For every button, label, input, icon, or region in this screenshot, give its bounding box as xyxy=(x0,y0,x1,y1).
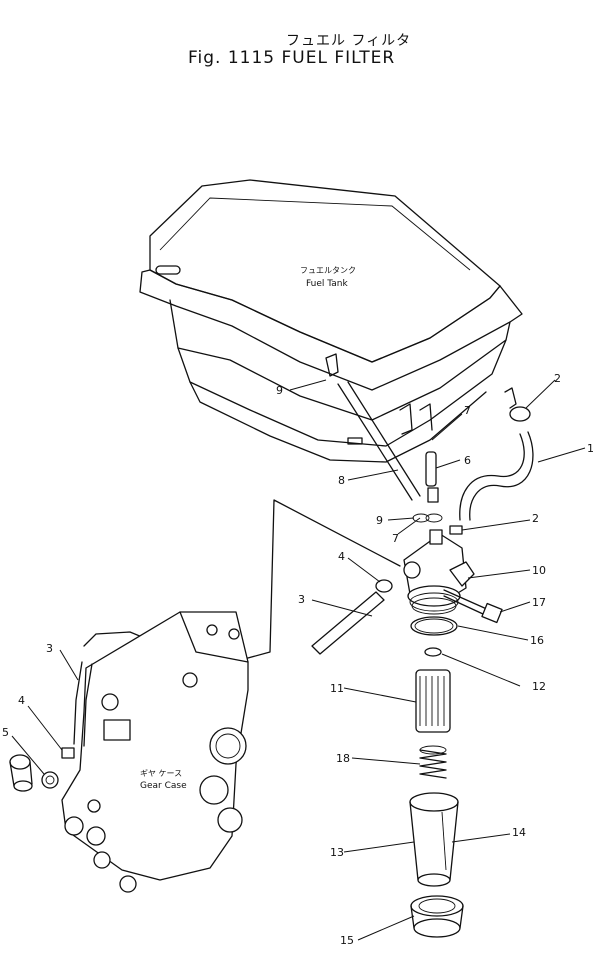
fuel-tank-label-jp: フュエルタンク xyxy=(300,266,356,275)
title-english: Fig. 1115 FUEL FILTER xyxy=(188,48,396,68)
callout-11: 11 xyxy=(330,682,344,695)
callout-3: 3 xyxy=(298,593,305,606)
callout-9: 9 xyxy=(276,384,283,397)
callout-18: 18 xyxy=(336,752,350,765)
fuel-tank xyxy=(139,179,523,463)
callout-17: 17 xyxy=(532,596,546,609)
callout-7: 7 xyxy=(392,532,399,545)
callout-13: 13 xyxy=(330,846,344,859)
callout-2: 2 xyxy=(532,512,539,525)
callout-10: 10 xyxy=(532,564,546,577)
fuel-hoses xyxy=(337,381,534,535)
callout-9: 9 xyxy=(376,514,383,527)
fuel-tank-label-en: Fuel Tank xyxy=(306,279,349,289)
callout-12: 12 xyxy=(532,680,546,693)
callout-4: 4 xyxy=(338,550,345,563)
gear-case-label-jp: ギヤ ケース xyxy=(140,769,182,778)
callout-14: 14 xyxy=(512,826,526,839)
callout-15: 15 xyxy=(340,934,354,947)
callout-6: 6 xyxy=(464,454,471,467)
callout-5: 5 xyxy=(2,726,9,739)
gear-case-label-en: Gear Case xyxy=(140,781,187,791)
callout-numbers: 1 2 2 3 3 4 4 5 6 7 7 8 9 9 10 11 12 13 … xyxy=(2,372,593,947)
filter-parts xyxy=(409,616,464,938)
callout-16: 16 xyxy=(530,634,544,647)
callout-2: 2 xyxy=(554,372,561,385)
callout-8: 8 xyxy=(338,474,345,487)
title-japanese: フュエル フィルタ xyxy=(286,33,412,49)
leader-lines xyxy=(11,379,586,941)
callout-1: 1 xyxy=(587,442,593,455)
callout-7: 7 xyxy=(464,404,471,417)
callout-3: 3 xyxy=(46,642,53,655)
callout-4: 4 xyxy=(18,694,25,707)
filter-head xyxy=(403,529,475,615)
gear-case xyxy=(61,611,249,893)
